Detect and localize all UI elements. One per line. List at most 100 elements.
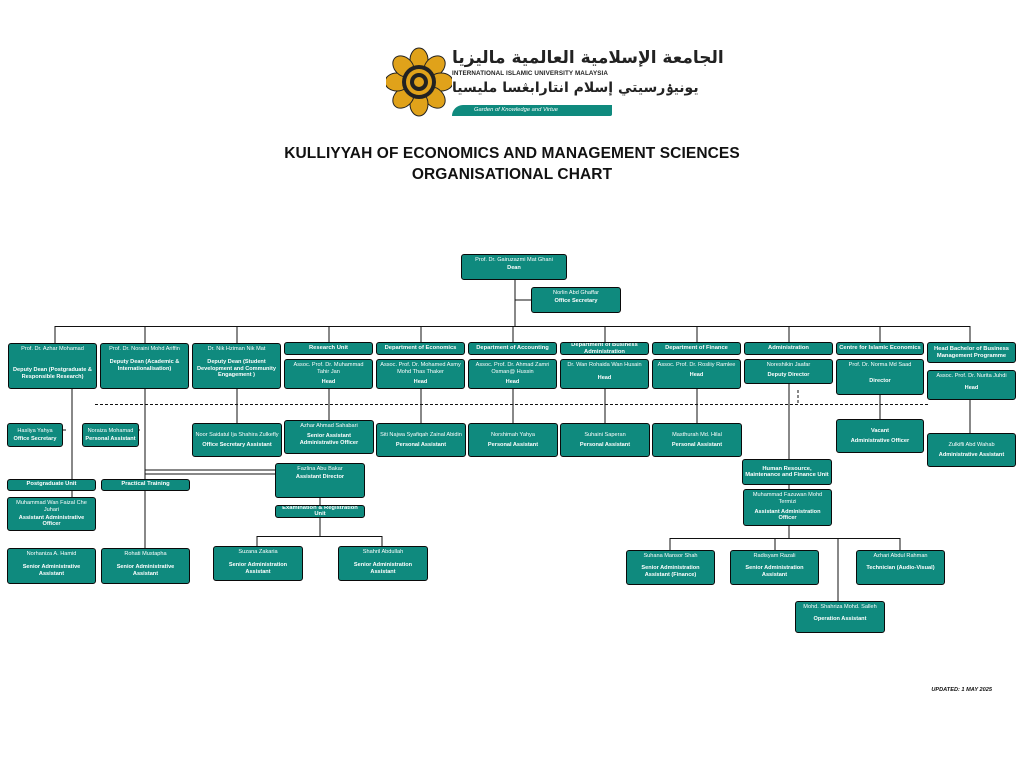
page-title-line1: KULLIYYAH OF ECONOMICS AND MANAGEMENT SC… [284, 145, 740, 162]
economics-head-box: Assoc. Prof. Dr. Mohamed Asmy Mohd Thas … [376, 359, 465, 389]
accounting-head-name: Assoc. Prof. Dr. Ahmad Zamri Osman@ Huss… [475, 362, 550, 375]
norshimah-title: Personal Assistant [487, 441, 539, 448]
cie-director-box: Prof. Dr. Norma Md Saad Director [836, 359, 924, 395]
norhaniza-box: Norhaniza A. Hamid Senior Administrative… [7, 548, 96, 584]
rohati-box: Rohati Mustapha Senior Administrative As… [101, 548, 190, 584]
deputy-dean-postgraduate-title: Deputy Dean (Postgraduate & Responsible … [13, 366, 92, 380]
noraiza-title: Personal Assistant [85, 435, 136, 442]
rohati-name: Rohati Mustapha [124, 551, 167, 557]
azhar-sahabari-box: Azhar Ahmad Sahabari Senior Assistant Ad… [284, 420, 374, 454]
vacant-title: Administrative Officer [850, 437, 910, 444]
noraiza-name: Noraiza Mohamad [87, 427, 134, 434]
bbm-programme-head-title: Head [964, 384, 979, 391]
office-secretary-title: Office Secretary [554, 297, 598, 304]
logo-jawi-text: يونيۏرسيتي إسلام انتارابڠسا مليسيا [452, 80, 699, 96]
norshimah-name: Norshimah Yahya [491, 431, 535, 438]
radisyam-title: Senior Administration Assistant [745, 564, 804, 578]
hasliya-title: Office Secretary [13, 435, 57, 442]
practical-training-header: Practical Training [101, 479, 190, 491]
logo-english-text: INTERNATIONAL ISLAMIC UNIVERSITY MALAYSI… [452, 70, 609, 77]
business-admin-head-box: Dr. Wan Rohaida Wan Husain Head [560, 359, 649, 389]
logo-motto-banner: Garden of Knowledge and Virtue [452, 105, 612, 116]
deputy-dean-postgraduate-name: Prof. Dr. Azhar Mohamad [21, 346, 84, 352]
bbm-programme-head-name: Assoc. Prof. Dr. Nurita Juhdi [936, 373, 1007, 379]
cie-director-name: Prof. Dr. Norma Md Saad [848, 362, 912, 368]
administration-header: Administration [744, 342, 833, 355]
postgraduate-unit-header: Postgraduate Unit [7, 479, 96, 491]
shahril-title: Senior Administration Assistant [353, 561, 413, 575]
business-admin-head-title: Head [597, 374, 612, 381]
muhammad-fazuwan-name: Muhammad Fazuwan Mohd Termizi [752, 492, 823, 505]
zulkifli-name: Zulkifli Abd Wahab [948, 441, 995, 448]
suhana-name: Suhana Mansor Shah [643, 553, 698, 559]
fazlina-name: Fazlina Abu Bakar [297, 466, 343, 472]
research-head-box: Assoc. Prof. Dr. Muhammad Tahir Jan Head [284, 359, 373, 389]
azhari-box: Azhari Abdul Rahman Technician (Audio-Vi… [856, 550, 945, 585]
fazlina-title: Assistant Director [295, 473, 345, 480]
norhaniza-name: Norhaniza A. Hamid [26, 551, 77, 557]
accounting-head-title: Head [505, 378, 520, 385]
deputy-dean-postgraduate-box: Prof. Dr. Azhar Mohamad Deputy Dean (Pos… [8, 343, 97, 389]
radisyam-box: Radisyam Razali Senior Administration As… [730, 550, 819, 585]
page-title-line2: ORGANISATIONAL CHART [411, 166, 613, 183]
noraiza-box: Noraiza Mohamad Personal Assistant [82, 423, 139, 447]
shahril-box: Shahril Abdullah Senior Administration A… [338, 546, 428, 581]
azhar-sahabari-name: Azhar Ahmad Sahabari [300, 423, 358, 429]
norshimah-box: Norshimah Yahya Personal Assistant [468, 423, 558, 457]
noor-saidatul-box: Noor Saidatul Ija Shahira Zulkefly Offic… [192, 423, 282, 457]
shahril-name: Shahril Abdullah [362, 549, 404, 555]
azhari-name: Azhari Abdul Rahman [873, 553, 928, 559]
office-secretary-box: Norlin Abd Ghaffar Office Secretary [531, 287, 621, 313]
shahriza-box: Mohd. Shahriza Mohd. Salleh Operation As… [795, 601, 885, 633]
suzana-title: Senior Administration Assistant [228, 561, 288, 575]
suhana-box: Suhana Mansor Shah Senior Administration… [626, 550, 715, 585]
admin-deputy-director-title: Deputy Director [767, 371, 810, 378]
masthurah-box: Masthurah Md. Hilal Personal Assistant [652, 423, 742, 457]
research-unit-header: Research Unit [284, 342, 373, 355]
siti-najwa-box: Siti Najwa Syafiqah Zainal Abidin Person… [376, 423, 466, 457]
dean-title: Dean [507, 264, 521, 271]
admin-deputy-director-box: Noreshikin Jaafar Deputy Director [744, 359, 833, 384]
dean-box: Prof. Dr. Gairuzazmi Mat Ghani Dean [461, 254, 567, 280]
iium-emblem-icon [386, 47, 452, 117]
exam-registration-unit-header: Examination & Registration Unit [275, 505, 365, 518]
dept-finance-header: Department of Finance [652, 342, 741, 355]
finance-head-box: Assoc. Prof. Dr. Rosliiy Ramlee Head [652, 359, 741, 389]
research-head-title: Head [321, 378, 336, 385]
suhaini-box: Suhaini Saperan Personal Assistant [560, 423, 650, 457]
hr-maintenance-finance-unit-header: Human Resource, Maintenance and Finance … [742, 459, 832, 485]
siti-najwa-name: Siti Najwa Syafiqah Zainal Abidin [380, 431, 462, 438]
deputy-dean-academic-name: Prof. Dr. Noraini Mohd Ariffin [109, 346, 180, 352]
azhar-sahabari-title: Senior Assistant Administrative Officer [299, 432, 359, 446]
dept-business-admin-header: Department of Business Administration [560, 342, 649, 355]
bbm-programme-head-box: Assoc. Prof. Dr. Nurita Juhdi Head [927, 370, 1016, 400]
noor-saidatul-name: Noor Saidatul Ija Shahira Zulkefly [195, 431, 279, 438]
research-head-name: Assoc. Prof. Dr. Muhammad Tahir Jan [293, 362, 364, 375]
suzana-name: Suzana Zakaria [238, 549, 278, 555]
muhammad-wan-faizal-name: Muhammad Wan Faizal Che Juhari [16, 500, 87, 513]
office-secretary-name: Norlin Abd Ghaffar [553, 290, 599, 296]
muhammad-wan-faizal-title: Assistant Administrative Officer [18, 514, 85, 528]
dept-economics-header: Department of Economics [376, 342, 465, 355]
muhammad-fazuwan-box: Muhammad Fazuwan Mohd Termizi Assistant … [743, 489, 832, 526]
finance-head-name: Assoc. Prof. Dr. Rosliiy Ramlee [657, 362, 736, 368]
suzana-box: Suzana Zakaria Senior Administration Ass… [213, 546, 303, 581]
economics-head-name: Assoc. Prof. Dr. Mohamed Asmy Mohd Thas … [380, 362, 461, 375]
dept-accounting-header: Department of Accounting [468, 342, 557, 355]
suhaini-name: Suhaini Saperan [584, 431, 626, 438]
hasliya-name: Hasliya Yahya [17, 427, 53, 434]
admin-deputy-director-name: Noreshikin Jaafar [766, 362, 811, 368]
muhammad-wan-faizal-box: Muhammad Wan Faizal Che Juhari Assistant… [7, 497, 96, 531]
masthurah-title: Personal Assistant [671, 441, 723, 448]
shahriza-title: Operation Assistant [813, 615, 867, 622]
dean-name: Prof. Dr. Gairuzazmi Mat Ghani [475, 257, 553, 263]
updated-date: UPDATED: 1 MAY 2025 [931, 687, 992, 693]
cie-director-title: Director [869, 377, 891, 384]
economics-head-title: Head [413, 378, 428, 385]
noor-saidatul-title: Office Secretary Assistant [202, 441, 272, 448]
norhaniza-title: Senior Administrative Assistant [22, 563, 81, 577]
zulkifli-box: Zulkifli Abd Wahab Administrative Assist… [927, 433, 1016, 467]
deputy-dean-academic-title: Deputy Dean (Academic & Internationalisa… [109, 358, 180, 372]
masthurah-name: Masthurah Md. Hilal [672, 431, 722, 438]
azhari-title: Technician (Audio-Visual) [866, 564, 935, 571]
